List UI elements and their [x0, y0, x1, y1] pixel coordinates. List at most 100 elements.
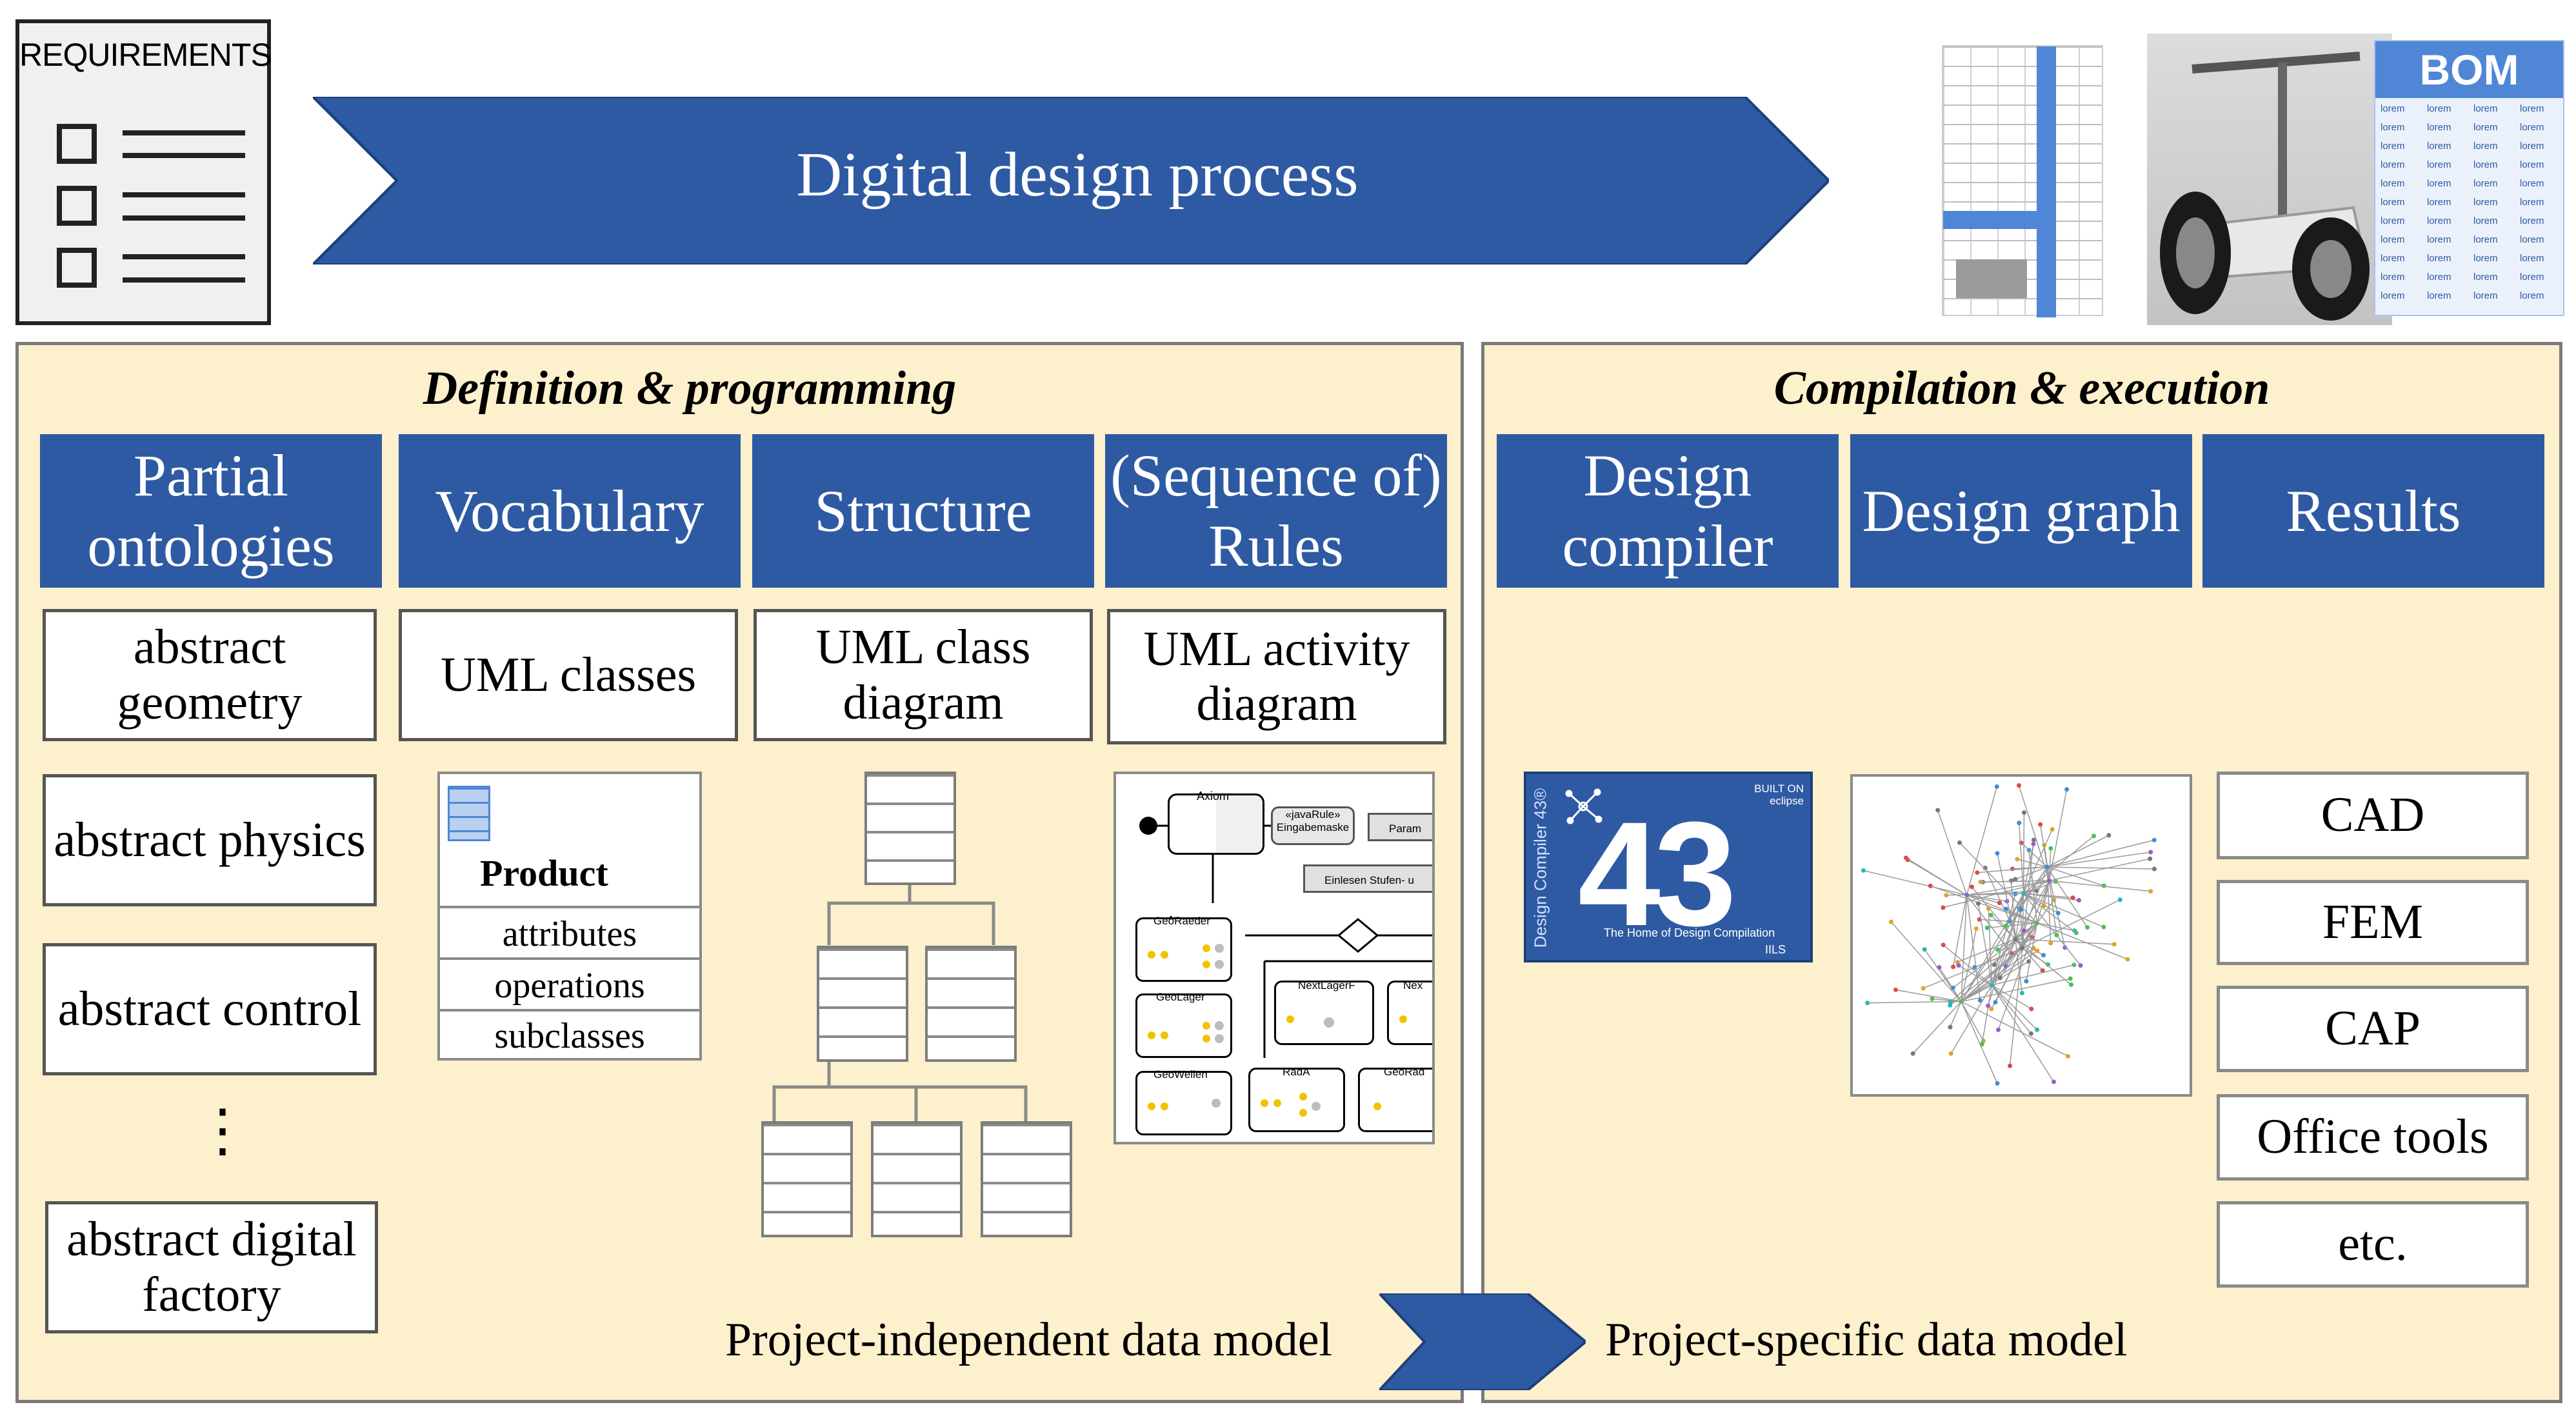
graph-node — [2041, 903, 2046, 908]
graph-edge — [2015, 938, 2115, 945]
graph-node — [2031, 841, 2036, 846]
result-fem: FEM — [2217, 880, 2529, 965]
header-vocabulary: Vocabulary — [399, 434, 741, 588]
uml-classes-box: UML classes — [399, 609, 738, 741]
graph-node — [2065, 1053, 2070, 1059]
bom-cell: lorem — [2520, 122, 2544, 133]
logo-vertical-text: Design Compiler 43® — [1530, 788, 1550, 948]
graph-edge — [1912, 1001, 1962, 1054]
header-structure: Structure — [752, 434, 1094, 588]
graph-node — [2044, 864, 2050, 870]
graph-edge — [2023, 893, 2104, 928]
segway-image — [2147, 34, 2392, 325]
graph-edge — [1895, 989, 1962, 1002]
graph-node — [2024, 979, 2029, 984]
bom-cell: lorem — [2520, 272, 2544, 283]
logo-iils: IILS — [1765, 943, 1786, 956]
class-box-root — [864, 772, 956, 885]
graph-edge — [1997, 922, 2038, 1030]
class-tree-connectors — [772, 884, 1028, 1122]
graph-edge — [1990, 914, 2016, 940]
graph-edge — [2021, 842, 2048, 868]
graph-edge — [2036, 899, 2055, 924]
uml-row-attributes: attributes — [440, 906, 699, 957]
graph-node — [2054, 933, 2059, 938]
graph-edge — [1997, 922, 2037, 950]
graph-edge — [2015, 866, 2048, 880]
bom-cell: lorem — [2381, 103, 2405, 114]
graph-edge — [2039, 824, 2050, 881]
graph-node — [1989, 982, 1994, 988]
graph-edge — [2015, 939, 2072, 985]
graph-edge — [2005, 939, 2016, 966]
process-arrow — [313, 97, 1829, 264]
graph-edge — [1952, 922, 2038, 988]
graph-node — [2015, 857, 2020, 862]
graph-node — [1989, 1006, 1994, 1012]
graph-edge — [1992, 984, 2032, 1010]
graph-edge — [1987, 922, 2037, 928]
left-panel-title: Definition & programming — [423, 362, 957, 415]
segway-icon — [2160, 52, 2370, 321]
graph-edge — [1991, 893, 2016, 986]
activity-diagram: Axiom «javaRule» Eingabemaske Param Einl… — [1113, 772, 1435, 1144]
graph-edge — [2047, 839, 2155, 868]
graph-node — [2051, 1079, 2056, 1084]
header-partial-ontologies: Partial ontologies — [40, 434, 382, 588]
graph-node — [2040, 968, 2045, 973]
graph-edge — [2015, 939, 2023, 993]
graph-node — [2112, 942, 2117, 947]
graph-edge — [1992, 964, 2075, 986]
right-panel-title: Compilation & execution — [1773, 362, 2270, 415]
uml-class-card: Product attributes operations subclasses — [437, 772, 702, 1061]
graph-edge — [1937, 810, 1968, 895]
graph-node — [1903, 855, 1908, 861]
graph-node — [2041, 953, 2046, 958]
graph-edge — [2047, 866, 2155, 870]
graph-edge — [2046, 835, 2110, 868]
graph-edge — [1999, 922, 2038, 979]
logo-tagline: The Home of Design Compilation — [1604, 926, 1775, 939]
graph-node — [2148, 850, 2153, 855]
bom-cell: lorem — [2427, 122, 2451, 133]
bom-cell: lorem — [2427, 272, 2451, 283]
graph-edge — [1987, 893, 2024, 1006]
graph-node — [2038, 822, 2043, 827]
uml-row-operations: operations — [440, 957, 699, 1009]
activity-param: Param — [1368, 813, 1432, 841]
graph-node — [2068, 982, 2073, 987]
activity-nextlager — [1274, 981, 1374, 1045]
bom-cell: lorem — [2381, 253, 2405, 264]
graph-edge — [1906, 857, 1967, 896]
graph-node — [2148, 889, 2153, 894]
bom-cell: lorem — [2473, 103, 2498, 114]
graph-edge — [1981, 880, 2050, 883]
banner-label: Digital design process — [796, 140, 1359, 210]
graph-node — [2046, 962, 2051, 967]
graph-node — [2152, 837, 2157, 843]
activity-geolager-label: GeoLager — [1156, 991, 1205, 1003]
activity-geowellen-label: GeoWellen — [1153, 1068, 1208, 1081]
spreadsheet-thumbnail — [1942, 45, 2103, 317]
uml-row-attributes-label: attributes — [502, 914, 637, 954]
result-etc: etc. — [2217, 1201, 2529, 1288]
graph-node — [2009, 878, 2014, 883]
graph-edge — [1991, 984, 2032, 1034]
uml-row-subclasses-label: subclasses — [494, 1016, 645, 1056]
graph-node — [1977, 998, 1982, 1003]
graph-edge — [2023, 893, 2059, 914]
graph-node — [1888, 919, 1893, 924]
activity-axiom-label: Axiom — [1197, 790, 1230, 803]
bom-cell: lorem — [2427, 234, 2451, 245]
graph-edge — [1961, 1001, 1998, 1084]
left-footer: Project-independent data model — [725, 1313, 1333, 1366]
graph-node — [1951, 964, 1956, 970]
bom-cell: lorem — [2473, 272, 2498, 283]
design-graph-network — [1861, 783, 2157, 1086]
class-box-child-b — [925, 946, 1017, 1062]
bom-cell: lorem — [2473, 122, 2498, 133]
graph-edge — [1997, 853, 2016, 939]
graph-node — [2021, 891, 2026, 896]
spreadsheet-highlight-column — [2037, 46, 2056, 317]
bom-cell: lorem — [2381, 290, 2405, 301]
